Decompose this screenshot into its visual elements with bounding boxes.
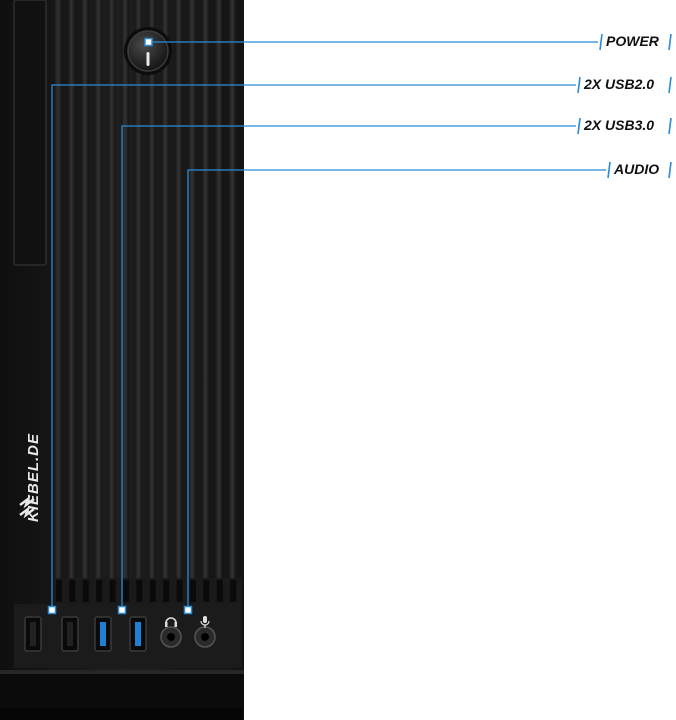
label-usb2: 2X USB2.0 <box>584 76 655 92</box>
vent-slot <box>136 580 143 602</box>
vent-slot <box>96 580 103 602</box>
marker-usb2 <box>47 605 57 615</box>
vent-slot <box>69 580 76 602</box>
marker-audio <box>183 605 193 615</box>
rib <box>94 0 103 582</box>
rib <box>80 0 89 582</box>
svg-text:KIEBEL.DE: KIEBEL.DE <box>25 433 42 522</box>
headphone-jack[interactable] <box>160 626 182 648</box>
vent-slot <box>123 580 129 602</box>
label-brackets <box>577 33 672 179</box>
vent-slot <box>82 580 89 602</box>
label-power: POWER <box>606 33 659 49</box>
power-button[interactable] <box>124 27 172 75</box>
rib <box>174 0 183 582</box>
microphone-icon <box>200 616 210 628</box>
usb2-port-2[interactable] <box>61 616 79 652</box>
vent-slot <box>163 580 170 602</box>
rib <box>134 0 143 582</box>
vent-slots <box>56 580 237 602</box>
usb3-port-1[interactable] <box>94 616 112 652</box>
callout-line-audio <box>187 169 606 610</box>
marker-usb3 <box>117 605 127 615</box>
label-usb3: 2X USB3.0 <box>584 117 655 133</box>
vent-slot <box>190 580 196 602</box>
callout-markers <box>47 37 193 615</box>
rib <box>67 0 76 582</box>
logo-mark-icon <box>19 495 35 519</box>
optical-drive-bay <box>13 0 47 266</box>
vent-slot <box>216 580 223 602</box>
front-ribs <box>54 0 237 582</box>
rib <box>228 0 237 582</box>
rib <box>201 0 210 582</box>
front-vent-area <box>52 578 242 608</box>
rib <box>147 0 156 582</box>
microphone-jack[interactable] <box>194 626 216 648</box>
callout-lines <box>51 41 606 610</box>
vent-slot <box>230 580 237 602</box>
usb2-port-1[interactable] <box>24 616 42 652</box>
rib <box>54 0 62 582</box>
vent-slot <box>149 580 156 602</box>
rib <box>214 0 223 582</box>
vent-slot <box>203 580 210 602</box>
rib <box>188 0 196 582</box>
vent-panel <box>52 578 242 608</box>
case-foot <box>0 708 242 720</box>
power-button-icon <box>146 52 150 66</box>
rib <box>121 0 129 582</box>
label-audio: AUDIO <box>614 161 660 177</box>
vent-slot <box>109 580 116 602</box>
vent-slot <box>56 580 62 602</box>
case-base-edge <box>0 670 244 674</box>
rib <box>161 0 170 582</box>
rib <box>107 0 116 582</box>
marker-power <box>144 37 153 47</box>
usb3-port-2[interactable] <box>129 616 147 652</box>
vent-slot <box>176 580 183 602</box>
callout-line-usb2 <box>51 84 576 610</box>
headphone-icon <box>165 617 177 627</box>
brand-logo: KIEBEL.DE <box>19 433 42 522</box>
callout-line-usb3 <box>121 125 576 610</box>
